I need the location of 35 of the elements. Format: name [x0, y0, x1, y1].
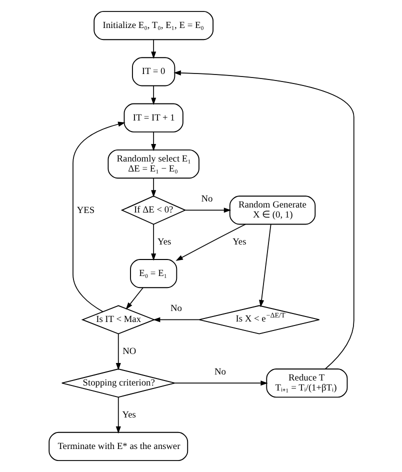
- node-box: IT = IT + 1: [123, 103, 183, 132]
- arrow: [258, 224, 271, 308]
- edge-label: Yes: [122, 410, 136, 421]
- arrow: [184, 208, 231, 213]
- edge-label: NO: [122, 347, 136, 358]
- arrow: [150, 39, 156, 59]
- arrow: [115, 333, 120, 370]
- arrow: [175, 224, 246, 261]
- edge-label: No: [200, 194, 212, 205]
- arrow: [115, 396, 120, 434]
- arrow: [173, 70, 354, 370]
- node-box: Initialize E₀, T₀, E₁, E = E₀: [93, 10, 213, 40]
- node-box: Terminate with E* as the answer: [48, 432, 188, 462]
- edge-label: No: [170, 304, 182, 314]
- arrow: [125, 287, 143, 310]
- arrow: [150, 85, 156, 105]
- arrow: [72, 122, 125, 312]
- node-box: Random Generate X ∈ (0, 1): [228, 196, 316, 225]
- arrow: [150, 132, 156, 152]
- node-box: Randomly select E₁ ΔE = E₁ − E₀: [107, 149, 199, 179]
- edge-label: Yes: [156, 238, 171, 248]
- edge-label: YES: [76, 206, 94, 216]
- edge-label: No: [214, 368, 226, 378]
- arrow: [150, 224, 156, 261]
- node-diamond: If ΔE < 0?: [120, 196, 186, 225]
- node-box: E₀ = E₁: [130, 259, 177, 288]
- node-diamond: Is IT < Max: [80, 305, 155, 334]
- arrow: [174, 380, 268, 386]
- node-diamond: Stopping criterion?: [60, 368, 175, 398]
- node-box: Reduce T Tᵢ₊₁ = Tᵢ/(1+βTᵢ): [266, 368, 348, 398]
- edge-label: Yes: [232, 238, 246, 248]
- node-diamond: Is X < e$^{−ΔE/T}$: [198, 305, 320, 334]
- node-box: IT = 0: [131, 57, 175, 86]
- arrow: [150, 178, 156, 198]
- arrow: [152, 317, 199, 322]
